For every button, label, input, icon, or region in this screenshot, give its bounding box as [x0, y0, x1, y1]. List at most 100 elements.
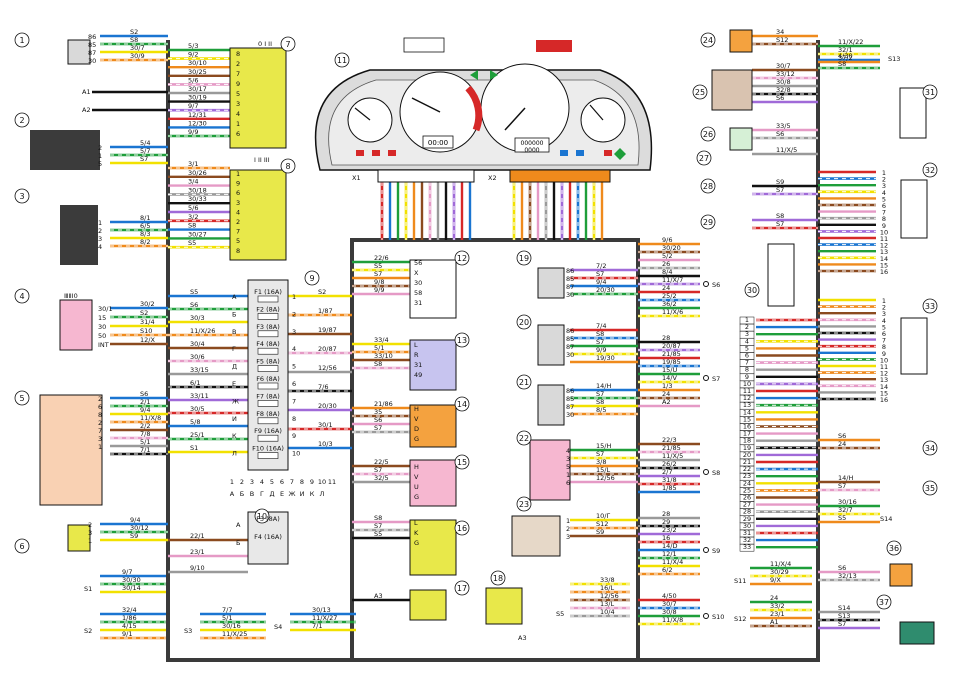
component-number-marker — [922, 480, 938, 496]
wire-label: 26 — [662, 260, 670, 268]
pin-label: 5 — [882, 195, 886, 203]
pin-label: 6 — [882, 330, 886, 338]
pin-label: 30 — [414, 279, 422, 287]
wire-label: 25/1 — [190, 431, 205, 439]
wire-label: S7 — [838, 620, 846, 628]
wire-label: 11/X/7 — [662, 276, 683, 284]
fuse-ruler-number: 10 — [318, 478, 326, 486]
connector-pin-cell — [739, 543, 755, 552]
wire-label: 7/1 — [140, 446, 150, 454]
component-number: 32 — [925, 166, 935, 175]
wire-label: 3/2 — [188, 213, 198, 221]
pin-label: 3 — [236, 100, 240, 108]
wire-label: 21/85 — [662, 350, 681, 358]
wire-label: 23/2 — [662, 526, 677, 534]
splice-label: S9 — [712, 547, 720, 555]
fuse-ruler-letter: Д — [269, 490, 274, 498]
connector-x2-label: X2 — [488, 174, 497, 182]
wire-label: 30/16 — [838, 498, 857, 506]
fuse-rating: F8 (8A) — [256, 410, 280, 418]
component-number-marker — [304, 270, 320, 286]
splice-node — [703, 613, 709, 619]
wire-label: 30/12 — [130, 524, 149, 532]
fuse-input-pin: Б — [232, 310, 236, 318]
fuse-ruler-number: 4 — [260, 478, 264, 486]
pin-label: 30 — [88, 57, 96, 65]
pin-label: 7 — [98, 427, 102, 435]
pin-label: 5 — [566, 463, 570, 471]
wire-label: 12/31 — [188, 111, 207, 119]
wire-label: 2/7 — [662, 468, 672, 476]
wire-label: 15/L — [596, 466, 610, 474]
component-number-marker — [454, 396, 470, 412]
fuse-rating: F5 (8A) — [256, 358, 280, 366]
wire-label: S12 — [596, 520, 608, 528]
pin-label: 1 — [98, 152, 102, 160]
wire-label: 30/27 — [188, 230, 207, 238]
wire-label: 11/X/4 — [770, 560, 791, 568]
wire-label: S7 — [596, 390, 604, 398]
component-number: 37 — [879, 598, 889, 607]
wire-label: 13/L — [600, 600, 614, 608]
wire-label: 33/2 — [770, 602, 785, 610]
pin-label: 2 — [236, 60, 240, 68]
pin-label: 3 — [745, 330, 749, 338]
pin-label: 8 — [882, 343, 886, 351]
splice-node — [703, 469, 709, 475]
component-number: 19 — [519, 254, 529, 263]
fuse-element — [257, 295, 279, 303]
component-number: 18 — [493, 574, 503, 583]
wire-label: S8 — [776, 212, 784, 220]
wire-label: 33/12 — [776, 70, 795, 78]
wire-label: 7/8 — [140, 430, 150, 438]
component-number-marker — [14, 32, 30, 48]
pin-label: 2 — [98, 395, 102, 403]
component-number-marker — [14, 288, 30, 304]
wire-label: 4/15 — [122, 622, 137, 630]
pin-label: 15 — [743, 415, 751, 423]
fuse-ruler-number: 8 — [300, 478, 304, 486]
component-number-marker — [922, 84, 938, 100]
wire-label: 31/4 — [140, 318, 155, 326]
pin-label: 10 — [743, 380, 751, 388]
wire-label: S5 — [374, 530, 382, 538]
fuse-rating: F3 (8A) — [256, 515, 280, 523]
component-number: 13 — [457, 336, 467, 345]
wire-label: 30/1 — [318, 421, 333, 429]
wire-label: 6/2 — [662, 566, 672, 574]
wire-label: 8/1 — [140, 214, 150, 222]
component-number: 28 — [703, 182, 713, 191]
fuse-output-pin: 8 — [292, 415, 296, 423]
wire-label: 20/30 — [318, 402, 337, 410]
pin-label: 30/1 — [98, 305, 113, 313]
component-number: 34 — [925, 444, 935, 453]
fuse-rating: F3 (8A) — [256, 323, 280, 331]
wire-label: 5/1 — [374, 344, 384, 352]
wire-label: 9/1 — [122, 630, 132, 638]
wire-label: 11/X/27 — [312, 614, 337, 622]
wire-label: 11/X/26 — [190, 327, 215, 335]
pin-label: 14 — [743, 408, 751, 416]
pin-label: 31 — [743, 529, 751, 537]
pin-label: 56 — [414, 259, 422, 267]
switch-7-positions: 0 I II — [258, 40, 272, 48]
wire-label: 30/25 — [188, 68, 207, 76]
wire-label: S9 — [130, 532, 138, 540]
wire-label: 30/33 — [188, 195, 207, 203]
pin-label: 5 — [236, 237, 240, 245]
pin-label: 85 — [88, 41, 96, 49]
component-number-marker — [876, 594, 892, 610]
pin-label: 30 — [743, 522, 751, 530]
wire-label: 30/29 — [770, 568, 789, 576]
pin-label: 16 — [743, 423, 751, 431]
wire-label: 30/7 — [662, 600, 677, 608]
pin-label: 2 — [566, 525, 570, 533]
fuse-rating: F9 (16A) — [254, 427, 282, 435]
pin-label: 3 — [236, 199, 240, 207]
wire-label: 16 — [662, 534, 670, 542]
fuse-ruler-number: 3 — [250, 478, 254, 486]
wire-label: 5/6 — [188, 204, 198, 212]
wire-label: 33/4 — [374, 336, 389, 344]
pin-label: 25 — [743, 486, 751, 494]
wire-label: 1/3 — [662, 382, 672, 390]
